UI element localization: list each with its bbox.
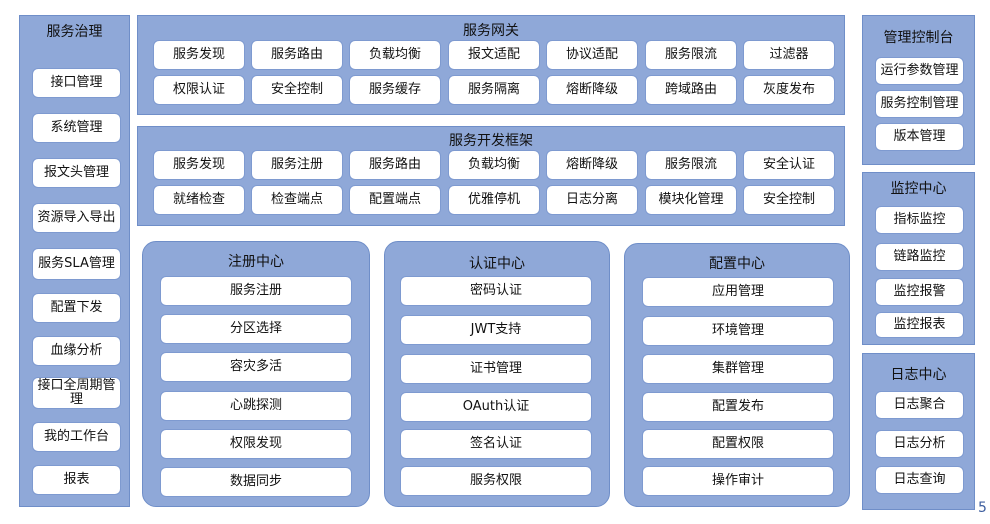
gateway-item[interactable]: 报文适配 bbox=[448, 40, 540, 70]
service-gateway-panel: 服务网关 服务发现 服务路由 负载均衡 报文适配 协议适配 服务限流 过滤器 权… bbox=[137, 15, 845, 115]
management-console-title: 管理控制台 bbox=[883, 30, 954, 46]
console-item[interactable]: 服务控制管理 bbox=[875, 90, 964, 118]
gateway-item[interactable]: 服务路由 bbox=[251, 40, 343, 70]
gateway-item[interactable]: 权限认证 bbox=[153, 75, 245, 105]
monitor-item[interactable]: 监控报警 bbox=[875, 278, 964, 306]
console-item[interactable]: 版本管理 bbox=[875, 123, 964, 151]
auth-item[interactable]: 签名认证 bbox=[400, 429, 592, 459]
governance-item[interactable]: 系统管理 bbox=[32, 113, 121, 143]
registry-center-title: 注册中心 bbox=[228, 254, 284, 270]
auth-center-title: 认证中心 bbox=[469, 256, 525, 272]
framework-item[interactable]: 服务路由 bbox=[349, 150, 441, 180]
auth-item[interactable]: 证书管理 bbox=[400, 354, 592, 384]
governance-item[interactable]: 配置下发 bbox=[32, 293, 121, 323]
framework-item[interactable]: 配置端点 bbox=[349, 185, 441, 215]
page-number: 5 bbox=[978, 500, 987, 516]
registry-item[interactable]: 容灾多活 bbox=[160, 352, 352, 382]
gateway-item[interactable]: 负载均衡 bbox=[349, 40, 441, 70]
log-center-panel: 日志中心 日志聚合 日志分析 日志查询 bbox=[862, 353, 975, 510]
gateway-item[interactable]: 熔断降级 bbox=[546, 75, 638, 105]
registry-center-panel: 注册中心 服务注册 分区选择 容灾多活 心跳探测 权限发现 数据同步 bbox=[142, 241, 370, 507]
registry-item[interactable]: 分区选择 bbox=[160, 314, 352, 344]
log-item[interactable]: 日志聚合 bbox=[875, 391, 964, 419]
auth-center-panel: 认证中心 密码认证 JWT支持 证书管理 OAuth认证 签名认证 服务权限 bbox=[384, 241, 610, 507]
governance-item[interactable]: 报表 bbox=[32, 465, 121, 495]
service-gateway-title: 服务网关 bbox=[463, 23, 519, 39]
framework-item[interactable]: 日志分离 bbox=[546, 185, 638, 215]
config-item[interactable]: 集群管理 bbox=[642, 354, 834, 384]
config-center-title: 配置中心 bbox=[709, 256, 765, 272]
monitor-center-panel: 监控中心 指标监控 链路监控 监控报警 监控报表 bbox=[862, 172, 975, 345]
auth-item[interactable]: 服务权限 bbox=[400, 466, 592, 496]
governance-item[interactable]: 接口全周期管理 bbox=[32, 377, 121, 409]
gateway-item[interactable]: 安全控制 bbox=[251, 75, 343, 105]
governance-item[interactable]: 我的工作台 bbox=[32, 422, 121, 452]
framework-item[interactable]: 安全认证 bbox=[743, 150, 835, 180]
dev-framework-title: 服务开发框架 bbox=[449, 133, 533, 149]
framework-item[interactable]: 服务限流 bbox=[645, 150, 737, 180]
gateway-item[interactable]: 协议适配 bbox=[546, 40, 638, 70]
gateway-item[interactable]: 服务隔离 bbox=[448, 75, 540, 105]
monitor-center-title: 监控中心 bbox=[890, 181, 947, 197]
management-console-panel: 管理控制台 运行参数管理 服务控制管理 版本管理 bbox=[862, 15, 975, 165]
framework-item[interactable]: 检查端点 bbox=[251, 185, 343, 215]
auth-item[interactable]: OAuth认证 bbox=[400, 392, 592, 422]
registry-item[interactable]: 权限发现 bbox=[160, 429, 352, 459]
config-item[interactable]: 配置发布 bbox=[642, 392, 834, 422]
config-item[interactable]: 配置权限 bbox=[642, 429, 834, 459]
monitor-item[interactable]: 监控报表 bbox=[875, 312, 964, 338]
config-item[interactable]: 应用管理 bbox=[642, 277, 834, 307]
governance-item[interactable]: 血缘分析 bbox=[32, 336, 121, 366]
framework-item[interactable]: 熔断降级 bbox=[546, 150, 638, 180]
gateway-item[interactable]: 服务限流 bbox=[645, 40, 737, 70]
gateway-item[interactable]: 跨域路由 bbox=[645, 75, 737, 105]
log-center-title: 日志中心 bbox=[890, 367, 947, 383]
framework-item[interactable]: 负载均衡 bbox=[448, 150, 540, 180]
framework-item[interactable]: 模块化管理 bbox=[645, 185, 737, 215]
framework-item[interactable]: 服务发现 bbox=[153, 150, 245, 180]
gateway-item[interactable]: 服务缓存 bbox=[349, 75, 441, 105]
registry-item[interactable]: 数据同步 bbox=[160, 467, 352, 497]
config-item[interactable]: 操作审计 bbox=[642, 466, 834, 496]
service-governance-title: 服务治理 bbox=[46, 24, 103, 40]
log-item[interactable]: 日志分析 bbox=[875, 430, 964, 458]
framework-item[interactable]: 优雅停机 bbox=[448, 185, 540, 215]
service-governance-panel: 服务治理 接口管理 系统管理 报文头管理 资源导入导出 服务SLA管理 配置下发… bbox=[19, 15, 130, 507]
auth-item[interactable]: JWT支持 bbox=[400, 315, 592, 345]
dev-framework-panel: 服务开发框架 服务发现 服务注册 服务路由 负载均衡 熔断降级 服务限流 安全认… bbox=[137, 126, 845, 226]
governance-item[interactable]: 报文头管理 bbox=[32, 158, 121, 188]
registry-item[interactable]: 心跳探测 bbox=[160, 391, 352, 421]
governance-item[interactable]: 接口管理 bbox=[32, 68, 121, 98]
framework-item[interactable]: 服务注册 bbox=[251, 150, 343, 180]
governance-item[interactable]: 资源导入导出 bbox=[32, 203, 121, 233]
gateway-item[interactable]: 灰度发布 bbox=[743, 75, 835, 105]
governance-item[interactable]: 服务SLA管理 bbox=[32, 248, 121, 280]
registry-item[interactable]: 服务注册 bbox=[160, 276, 352, 306]
monitor-item[interactable]: 指标监控 bbox=[875, 206, 964, 234]
monitor-item[interactable]: 链路监控 bbox=[875, 243, 964, 271]
console-item[interactable]: 运行参数管理 bbox=[875, 57, 964, 85]
framework-item[interactable]: 安全控制 bbox=[743, 185, 835, 215]
config-center-panel: 配置中心 应用管理 环境管理 集群管理 配置发布 配置权限 操作审计 bbox=[624, 243, 850, 507]
gateway-item[interactable]: 服务发现 bbox=[153, 40, 245, 70]
auth-item[interactable]: 密码认证 bbox=[400, 276, 592, 306]
config-item[interactable]: 环境管理 bbox=[642, 316, 834, 346]
log-item[interactable]: 日志查询 bbox=[875, 466, 964, 494]
framework-item[interactable]: 就绪检查 bbox=[153, 185, 245, 215]
gateway-item[interactable]: 过滤器 bbox=[743, 40, 835, 70]
